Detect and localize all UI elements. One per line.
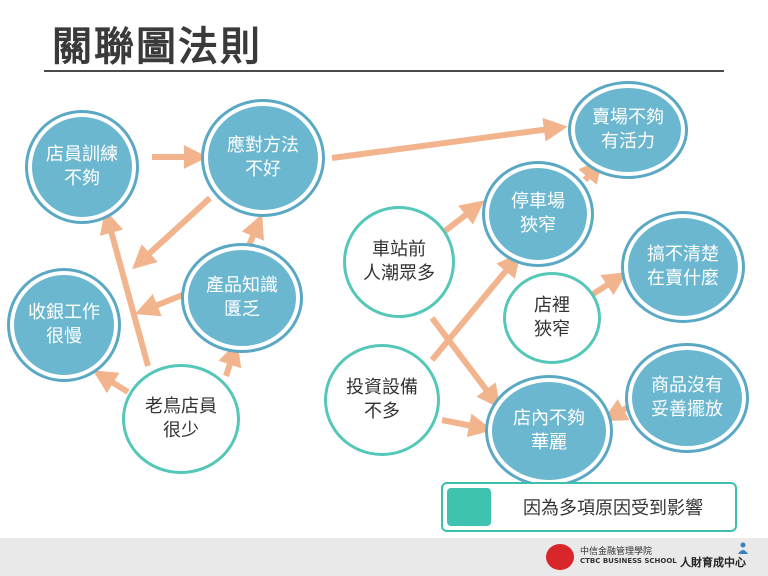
node-store-not-gorgeous: 店內不夠 華麗 (488, 378, 610, 484)
legend-text: 因為多項原因受到影響 (523, 498, 703, 519)
legend-box: 因為多項原因受到影響 (441, 482, 737, 532)
arrow-veteran-to-cashier (92, 370, 130, 395)
arrow-veteran-to-knowledge (218, 341, 242, 377)
node-staff-training: 店員訓練 不夠 (28, 113, 136, 221)
node-unclear-what-sold: 搞不清楚 在賣什麼 (624, 214, 742, 320)
person-icon (738, 542, 748, 554)
node-cashier-slow: 收銀工作 很慢 (10, 271, 118, 379)
logo-chinese-name: 中信金融管理學院 (580, 547, 653, 557)
page-title: 關聯圖法則 (52, 24, 262, 70)
node-veteran-staff-few: 老鳥店員 很少 (122, 364, 240, 474)
arrow-veteran-to-training (99, 209, 151, 367)
title-divider (44, 70, 724, 72)
arrow-parking-to-store-dull (578, 158, 603, 185)
arrow-knowledge-to-response (241, 214, 264, 250)
node-parking-narrow: 停車場 狹窄 (485, 164, 591, 264)
node-station-crowds: 車站前 人潮眾多 (343, 206, 455, 318)
school-logo-icon (546, 544, 574, 570)
arrow-response-to-cashier (132, 195, 213, 270)
arrow-investment-to-parking (429, 252, 521, 362)
legend-swatch (447, 488, 491, 526)
node-products-misplaced: 商品沒有 妥善擺放 (628, 346, 746, 450)
talent-center-logo: 人財育成中心 (680, 556, 746, 569)
arrow-knowledge-to-cashier (134, 289, 192, 317)
logo-english-name: CTBC BUSINESS SCHOOL (580, 557, 677, 565)
node-product-knowledge: 產品知識 匱乏 (184, 246, 300, 350)
arrow-response-to-store-dull (331, 117, 568, 161)
node-store-narrow: 店裡 狹窄 (503, 272, 601, 364)
arrow-investment-to-not-gorgeous (441, 413, 493, 438)
arrow-station-to-not-gorgeous (429, 316, 501, 409)
node-investment-low: 投資設備 不多 (324, 344, 440, 456)
footer-bar (0, 538, 768, 576)
node-response-method: 應對方法 不好 (204, 102, 322, 214)
node-store-lacks-energy: 賣場不夠 有活力 (571, 84, 685, 176)
arrow-store-narrow-to-unclear (588, 272, 628, 299)
